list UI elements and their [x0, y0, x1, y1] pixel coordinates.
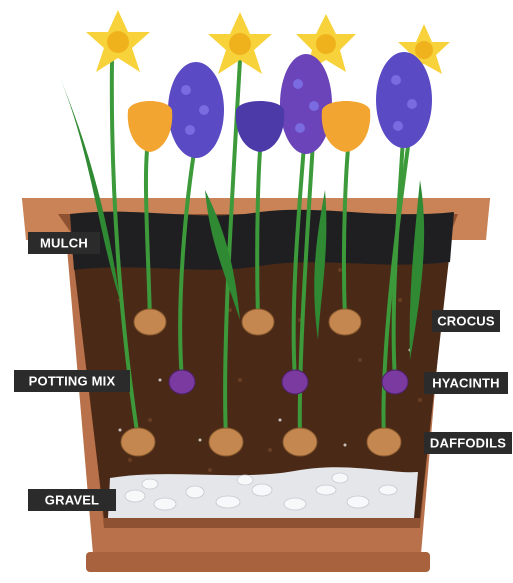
crocus-flowers: [128, 101, 371, 152]
label-potting-mix-text: POTTING MIX: [29, 373, 116, 388]
label-daffodils-text: DAFFODILS: [430, 435, 506, 450]
label-mulch: MULCH: [28, 232, 100, 254]
label-potting-mix: POTTING MIX: [14, 370, 130, 392]
label-hyacinth: HYACINTH: [424, 372, 508, 394]
label-crocus-text: CROCUS: [437, 313, 495, 328]
label-crocus: CROCUS: [432, 310, 500, 332]
label-hyacinth-text: HYACINTH: [432, 375, 500, 390]
hyacinth-flowers: [168, 52, 432, 158]
label-daffodils: DAFFODILS: [424, 432, 512, 454]
pot-foot: [86, 552, 430, 572]
label-gravel: GRAVEL: [28, 489, 116, 511]
label-gravel-text: GRAVEL: [45, 492, 99, 507]
label-mulch-text: MULCH: [40, 235, 88, 250]
